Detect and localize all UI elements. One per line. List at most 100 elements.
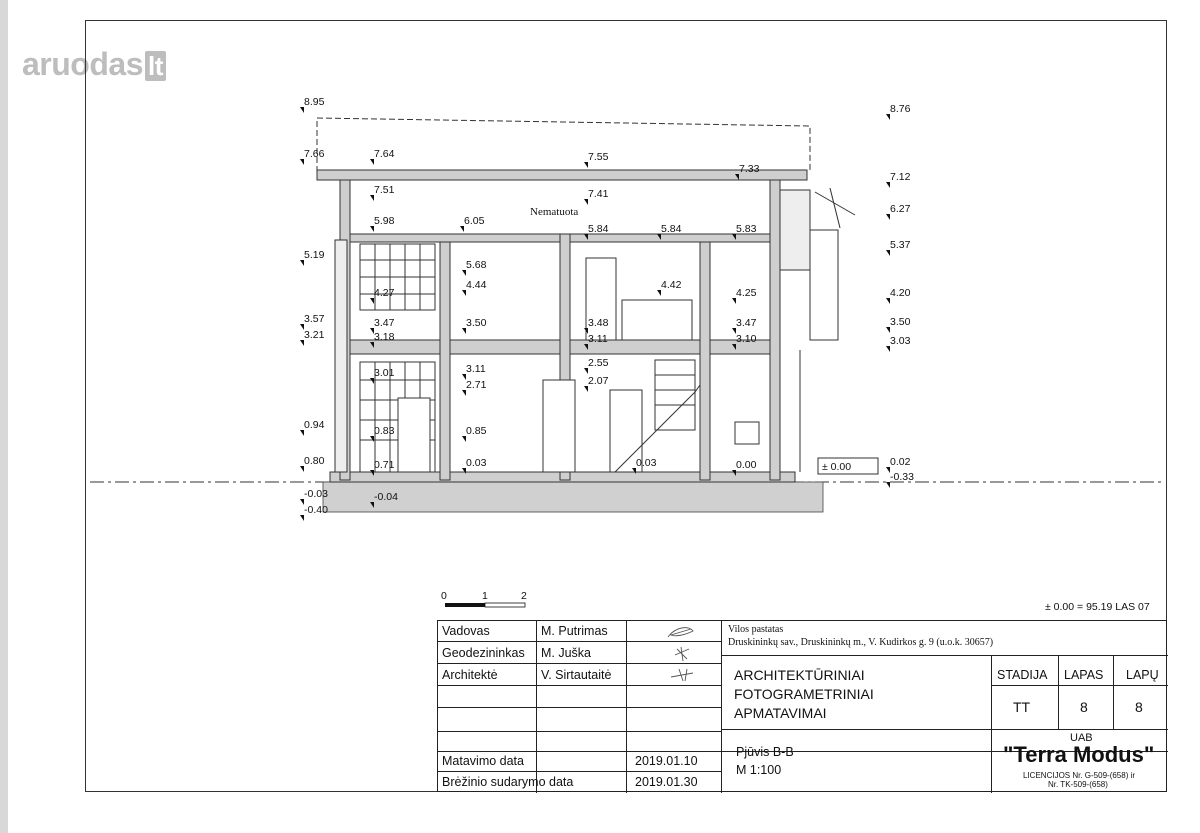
work-title-line3: APMATAVIMAI — [734, 705, 827, 721]
left-level-4: 3.21 — [304, 329, 325, 341]
inner-level-7-marker — [584, 234, 588, 240]
inner-level-8: 5.84 — [661, 223, 682, 235]
inner-level-26: 3.01 — [374, 367, 395, 379]
doors — [397, 257, 643, 473]
left-level-marks: 8.957.665.193.573.210.940.80-0.03-0.40 — [300, 96, 328, 521]
right-annex — [734, 187, 856, 472]
right-level-6-marker — [886, 346, 890, 352]
inner-level-5-marker — [370, 226, 374, 232]
scale-tick-0: 0 — [441, 590, 447, 602]
left-level-8-marker — [300, 515, 304, 521]
scale-tick-1: 1 — [482, 590, 488, 602]
inner-level-25-marker — [584, 386, 588, 392]
inner-level-33-marker — [370, 502, 374, 508]
right-level-2: 6.27 — [890, 203, 911, 215]
lapu-value: 8 — [1135, 699, 1143, 715]
inner-level-24: 2.71 — [466, 379, 487, 391]
section-name: Pjūvis B-B — [736, 745, 794, 759]
company-prefix: UAB — [1070, 732, 1093, 744]
wall-2 — [439, 241, 451, 481]
right-level-0: 8.76 — [890, 103, 911, 115]
inner-level-32: 0.00 — [736, 459, 757, 471]
inner-level-15-marker — [370, 328, 374, 334]
license-line1: LICENCIJOS Nr. G-509-(658) ir — [1023, 771, 1136, 780]
wall-right — [769, 179, 781, 481]
title-block: Vadovas M. Putrimas Geodezininkas M. Juš… — [437, 620, 1168, 793]
zero-level-box — [817, 457, 879, 475]
measure-date: 2019.01.10 — [635, 754, 698, 768]
left-level-3: 3.57 — [304, 313, 325, 325]
inner-level-4-marker — [735, 174, 739, 180]
right-level-3: 5.37 — [890, 239, 911, 251]
right-level-4: 4.20 — [890, 287, 911, 299]
right-level-8-marker — [886, 482, 890, 488]
lapas-value: 8 — [1080, 699, 1088, 715]
inner-level-22: 3.11 — [466, 363, 486, 375]
inner-level-23-marker — [584, 368, 588, 374]
inner-level-10-marker — [462, 270, 466, 276]
person-2: M. Juška — [541, 646, 592, 660]
stairs — [614, 299, 701, 473]
left-column — [334, 239, 348, 473]
right-level-8: -0.33 — [890, 471, 914, 483]
inner-level-6: 6.05 — [464, 215, 485, 227]
attic-note: Nematuota — [530, 206, 578, 218]
inner-level-21: 3.10 — [736, 333, 757, 345]
inner-level-1: 7.51 — [374, 184, 395, 196]
inner-level-15: 3.47 — [374, 317, 395, 329]
right-level-6: 3.03 — [890, 335, 911, 347]
signatures — [667, 627, 694, 682]
inner-level-3: 7.41 — [588, 188, 609, 200]
inner-level-11-marker — [462, 290, 466, 296]
right-level-5: 3.50 — [890, 316, 911, 328]
right-level-7: 0.02 — [890, 456, 911, 468]
left-level-5-marker — [300, 430, 304, 436]
inner-level-27-marker — [370, 436, 374, 442]
inner-level-30-marker — [462, 468, 466, 474]
object-name: Vilos pastatas — [728, 624, 784, 635]
inner-level-18-marker — [584, 344, 588, 350]
stadija-label: STADIJA — [997, 668, 1048, 682]
inner-level-9: 5.83 — [736, 223, 757, 235]
inner-level-26-marker — [370, 378, 374, 384]
drawing-date: 2019.01.30 — [635, 775, 698, 789]
left-level-6: 0.80 — [304, 455, 325, 467]
left-level-4-marker — [300, 340, 304, 346]
inner-level-7: 5.84 — [588, 223, 609, 235]
foundation — [322, 481, 824, 513]
left-level-2: 5.19 — [304, 249, 325, 261]
window-upper — [359, 243, 436, 311]
license-line2: Nr. TK-509-(658) — [1048, 780, 1108, 789]
inner-level-0-marker — [370, 159, 374, 165]
company-name: "Terra Modus" — [1003, 742, 1155, 767]
inner-level-28: 0.85 — [466, 425, 487, 437]
left-level-0-marker — [300, 107, 304, 113]
wall-3 — [559, 233, 571, 481]
left-level-1-marker — [300, 159, 304, 165]
drawing-scale: M 1:100 — [736, 763, 782, 777]
object-address: Druskininkų sav., Druskininkų m., V. Kud… — [728, 637, 994, 648]
measure-date-label: Matavimo data — [442, 754, 524, 768]
work-title-line2: FOTOGRAMETRINIAI — [734, 686, 874, 702]
inner-level-25: 2.07 — [588, 375, 609, 387]
inner-level-14-marker — [732, 298, 736, 304]
left-level-0: 8.95 — [304, 96, 325, 108]
inner-level-3-marker — [584, 199, 588, 205]
stadija-value: TT — [1013, 699, 1031, 715]
inner-level-30: 0.03 — [466, 457, 487, 469]
work-title-line1: ARCHITEKTŪRINIAI — [734, 667, 865, 683]
inner-level-8-marker — [657, 234, 661, 240]
person-3: V. Sirtautaitė — [541, 668, 612, 682]
right-level-4-marker — [886, 298, 890, 304]
right-level-7-marker — [886, 467, 890, 473]
inner-level-18: 3.11 — [588, 333, 608, 345]
inner-level-21-marker — [732, 344, 736, 350]
inner-level-10: 5.68 — [466, 259, 487, 271]
scale-tick-2: 2 — [521, 590, 527, 602]
right-level-1: 7.12 — [890, 171, 911, 183]
inner-level-19-marker — [732, 328, 736, 334]
inner-level-32-marker — [732, 470, 736, 476]
left-level-5: 0.94 — [304, 419, 325, 431]
